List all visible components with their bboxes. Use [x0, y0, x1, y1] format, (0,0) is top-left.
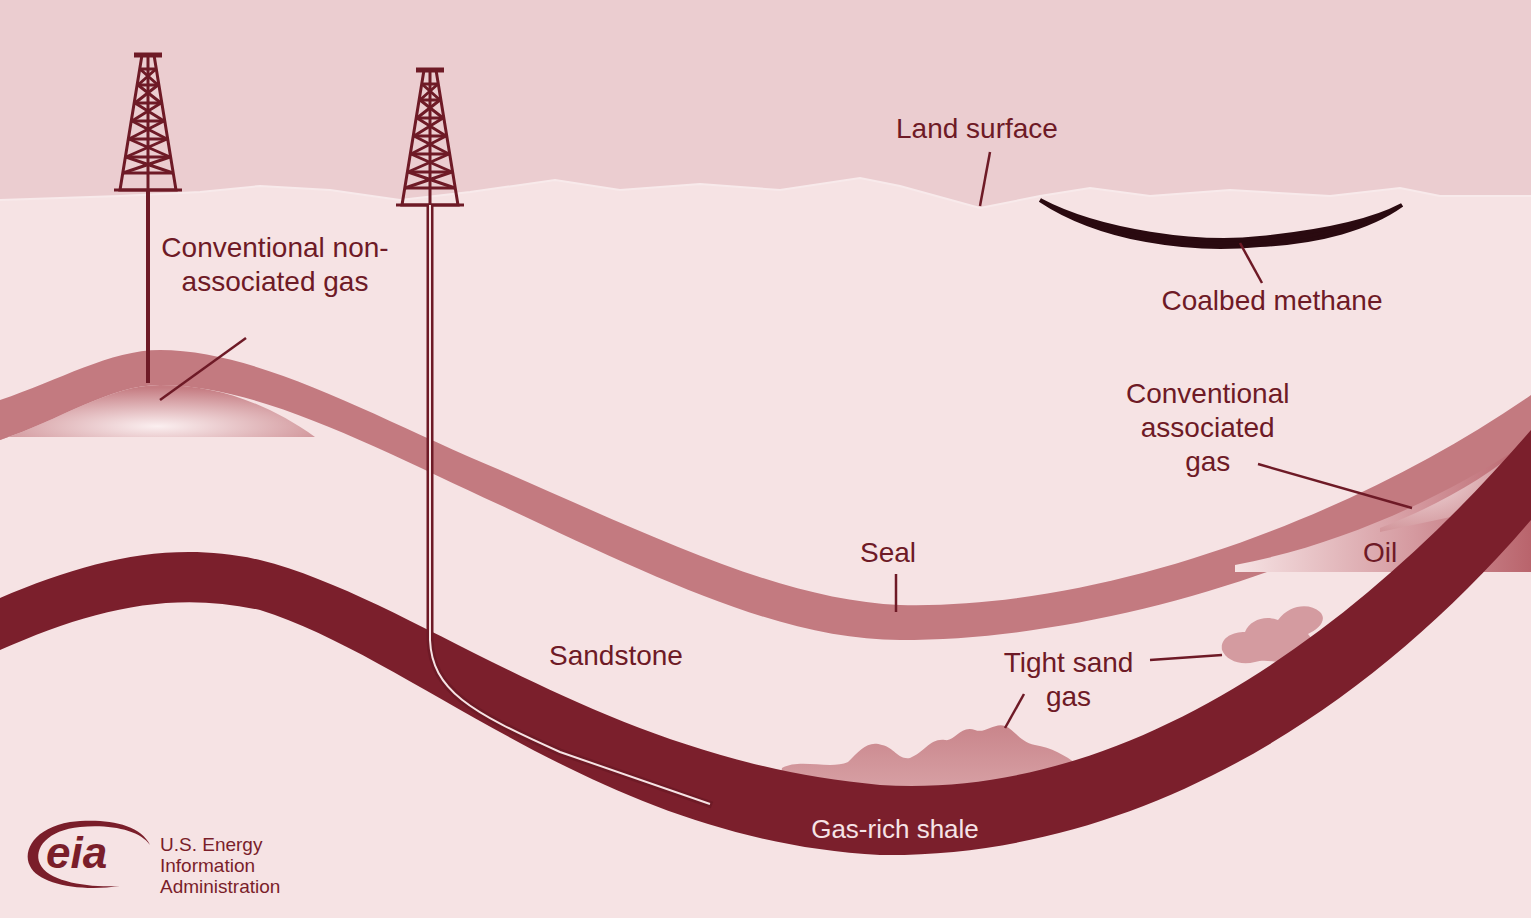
rock-label: Sandstone: [496, 639, 736, 673]
surface-label: Land surface: [817, 112, 1137, 146]
shale-band: [0, 430, 1531, 855]
coal-label: Coalbed methane: [1112, 284, 1432, 318]
gas-label: Tight sand gas: [986, 646, 1151, 714]
gas-label: Conventional non-associated gas: [159, 231, 391, 299]
horizontal-well: [430, 205, 712, 805]
coal-seam: [1040, 200, 1402, 247]
land-surface-line: [0, 178, 1531, 208]
vertical-well: [146, 190, 150, 383]
logo-text: eia: [46, 828, 107, 878]
sky: [0, 0, 1531, 208]
seal-label: Seal: [808, 536, 968, 570]
leader-lines: [160, 152, 1412, 728]
logo-swoosh: [28, 821, 150, 888]
drilling-rig: [114, 55, 182, 190]
shale-label: Gas-rich shale: [735, 814, 1055, 844]
oil-label: Oil: [1320, 536, 1440, 570]
horizontal-well-bore: [430, 205, 710, 804]
gas-label: Conventional associated gas: [1126, 377, 1289, 479]
agency-name: U.S. Energy Information Administration: [160, 834, 310, 897]
drilling-rig: [396, 70, 464, 205]
